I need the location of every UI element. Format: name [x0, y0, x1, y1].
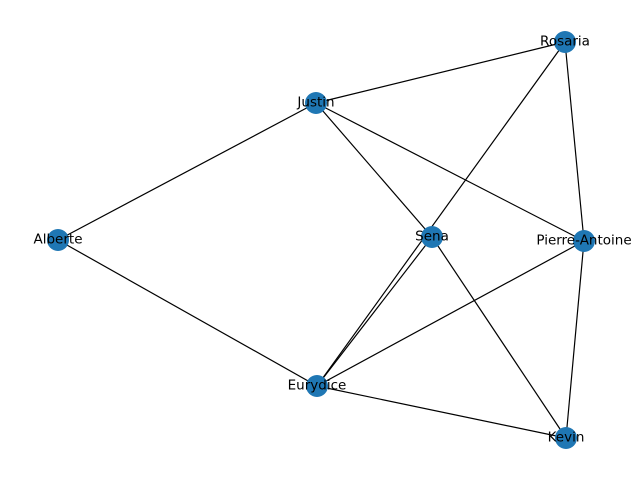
graph-node[interactable] — [306, 375, 328, 397]
graph-edge — [315, 41, 566, 104]
graph-edge — [315, 102, 433, 238]
graph-edge — [57, 102, 317, 241]
graph-node[interactable] — [554, 31, 576, 53]
graph-node[interactable] — [573, 230, 595, 252]
graph-edge — [316, 240, 585, 387]
graph-node[interactable] — [305, 92, 327, 114]
graph-edge — [57, 239, 318, 387]
graph-node[interactable] — [47, 229, 69, 251]
graph-edge — [316, 385, 567, 439]
graph-edge — [316, 41, 566, 387]
graph-node[interactable] — [421, 226, 443, 248]
graph-edge — [564, 41, 585, 242]
graph-edge — [431, 236, 567, 439]
edge-layer — [57, 41, 585, 439]
graph-edge — [565, 240, 585, 439]
graph-edge — [316, 236, 433, 387]
graph-node[interactable] — [555, 427, 577, 449]
graph-edge — [315, 102, 585, 242]
node-layer — [47, 31, 595, 449]
